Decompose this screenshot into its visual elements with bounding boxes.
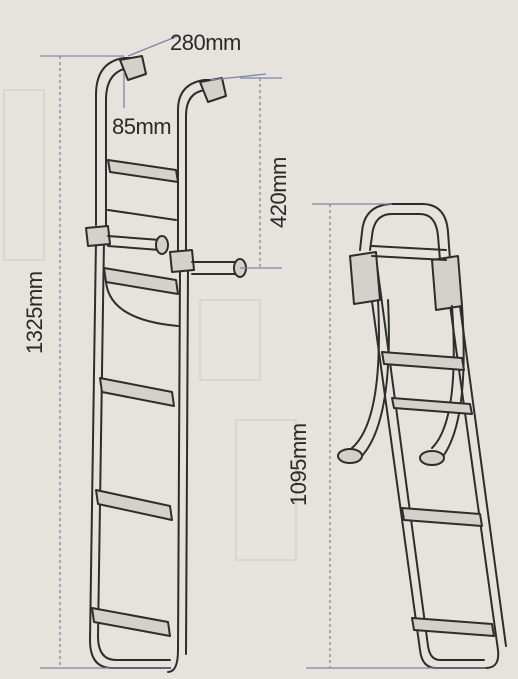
left-dimension-lines bbox=[40, 35, 282, 669]
folded-height-label: 1095mm bbox=[286, 423, 311, 506]
upper-tread-2 bbox=[107, 209, 177, 221]
left-hinge bbox=[85, 225, 111, 247]
left-arm bbox=[107, 235, 161, 251]
ladder-height-label: 1325mm bbox=[22, 271, 47, 354]
right-hinge bbox=[169, 249, 195, 273]
upper-tread-1 bbox=[107, 159, 179, 183]
folded-tread-4 bbox=[411, 617, 495, 637]
right-arm bbox=[191, 261, 239, 275]
folded-right-pad bbox=[419, 450, 445, 466]
left-ladder bbox=[85, 55, 247, 673]
left-arm-pad bbox=[155, 235, 169, 255]
tread-1-support bbox=[105, 281, 179, 327]
left-rail-lower bbox=[89, 239, 171, 669]
right-ladder bbox=[337, 203, 507, 669]
background-ghost bbox=[3, 89, 297, 561]
left-rail bbox=[95, 57, 135, 226]
folded-left-arm bbox=[351, 299, 390, 459]
folded-top-loop bbox=[359, 203, 451, 261]
right-rail-lower bbox=[167, 267, 189, 673]
right-rail bbox=[177, 79, 213, 251]
folded-left-pad bbox=[337, 448, 363, 464]
tread-4 bbox=[91, 607, 171, 637]
folded-crossbar bbox=[371, 245, 447, 261]
folded-tread-3 bbox=[401, 507, 483, 527]
handrail-offset-label: 85mm bbox=[112, 114, 172, 139]
folded-right-clamp bbox=[431, 255, 463, 311]
folded-tread-1 bbox=[381, 351, 465, 371]
folded-tread-2 bbox=[391, 397, 473, 415]
tread-1 bbox=[103, 267, 179, 295]
right-dimension-lines bbox=[306, 203, 486, 669]
left-top-cap bbox=[119, 55, 147, 81]
tread-3 bbox=[95, 489, 173, 521]
folded-right-arm bbox=[431, 305, 465, 461]
tread-2 bbox=[99, 377, 175, 407]
right-top-cap bbox=[199, 77, 227, 103]
handrail-to-arm-label: 420mm bbox=[266, 157, 291, 228]
step-width-label: 280mm bbox=[170, 30, 241, 55]
folded-left-clamp bbox=[349, 251, 381, 305]
